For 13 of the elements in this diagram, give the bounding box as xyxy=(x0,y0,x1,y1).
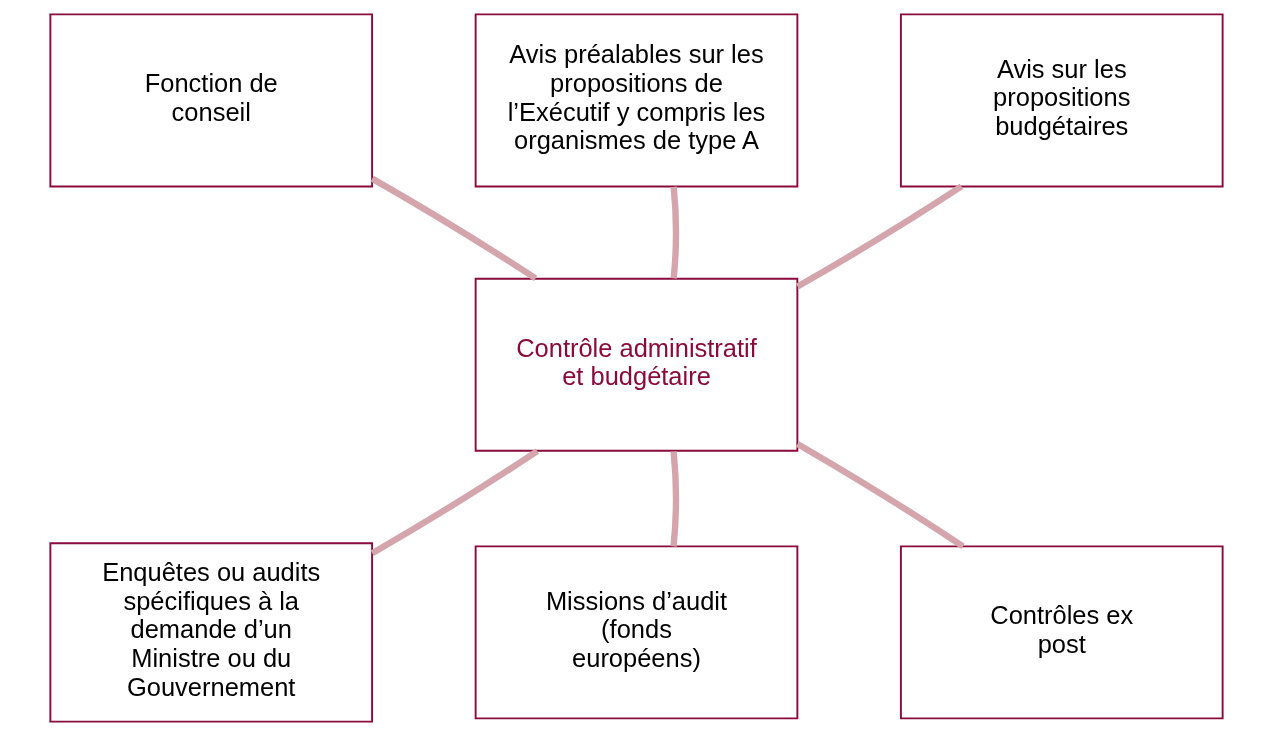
node-box: Avis préalables sur les propositions de l’Exécutif y compris les organismes de type A xyxy=(474,13,798,188)
node-box: Contrôle administratif et budgétaire xyxy=(474,277,798,452)
connector xyxy=(795,441,965,549)
node-box: Enquêtes ou audits spécifiques à la demande d’un Ministre ou du Gouvernement xyxy=(48,542,373,723)
node-box: Contrôles ex post xyxy=(899,545,1224,720)
connector xyxy=(795,183,963,290)
connector xyxy=(370,448,539,556)
node-box: Avis sur les propositions budgétaires xyxy=(899,13,1224,188)
connector xyxy=(370,175,537,282)
node-box: Fonction de conseil xyxy=(48,13,373,188)
connector xyxy=(670,186,679,279)
connector xyxy=(669,451,679,547)
node-box: Missions d’audit (fonds européens) xyxy=(474,545,798,720)
